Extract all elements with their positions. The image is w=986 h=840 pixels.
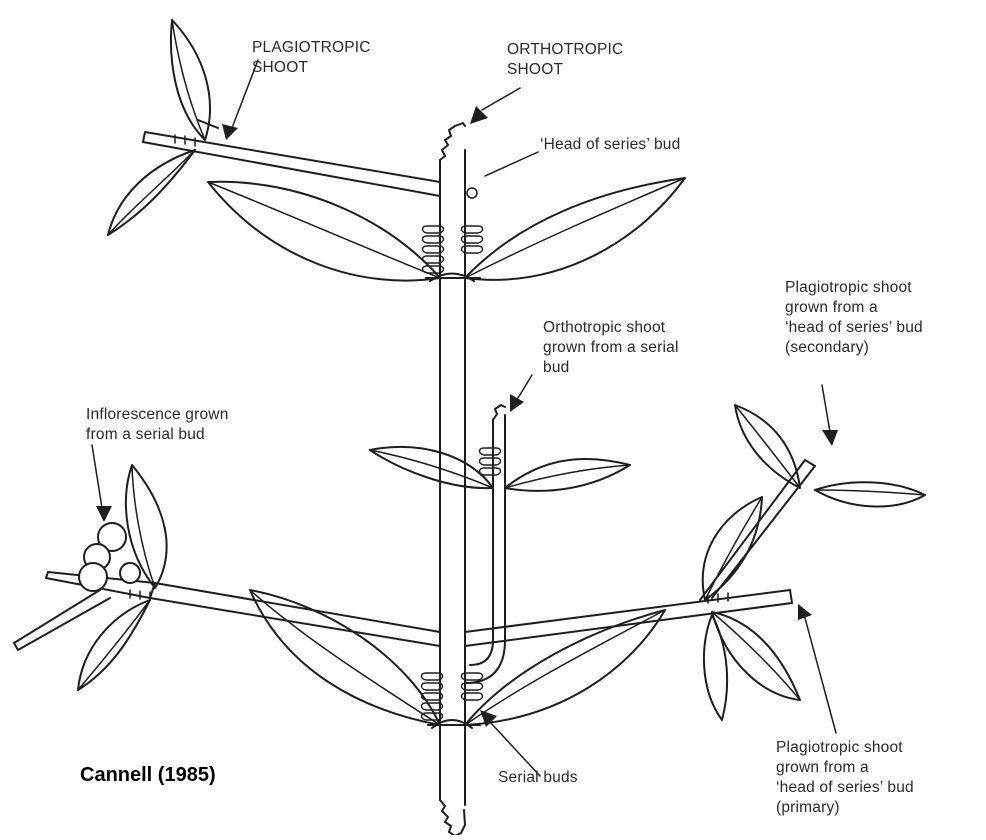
label-plagiotropic-primary: Plagiotropic shoot grown from a ‘head of… (776, 738, 914, 818)
label-head-of-series-bud: ‘Head of series’ bud (540, 135, 680, 155)
upper-serial-buds (423, 188, 483, 273)
label-orthotropic-from-serial-bud: Orthotropic shoot grown from a serial bu… (543, 318, 679, 378)
lower-left-plagiotropic-shoot (14, 465, 440, 690)
label-plagiotropic-shoot: PLAGIOTROPIC SHOOT (252, 38, 371, 78)
label-plagiotropic-secondary: Plagiotropic shoot grown from a ‘head of… (785, 278, 923, 358)
label-inflorescence: Inflorescence grown from a serial bud (86, 405, 229, 445)
label-serial-buds: Serial buds (498, 768, 578, 788)
label-orthotropic-shoot: ORTHOTROPIC SHOOT (507, 40, 623, 80)
lower-right-plagiotropic-shoot (465, 405, 925, 720)
figure-credit: Cannell (1985) (80, 764, 216, 787)
upper-node-leaves (208, 178, 685, 281)
